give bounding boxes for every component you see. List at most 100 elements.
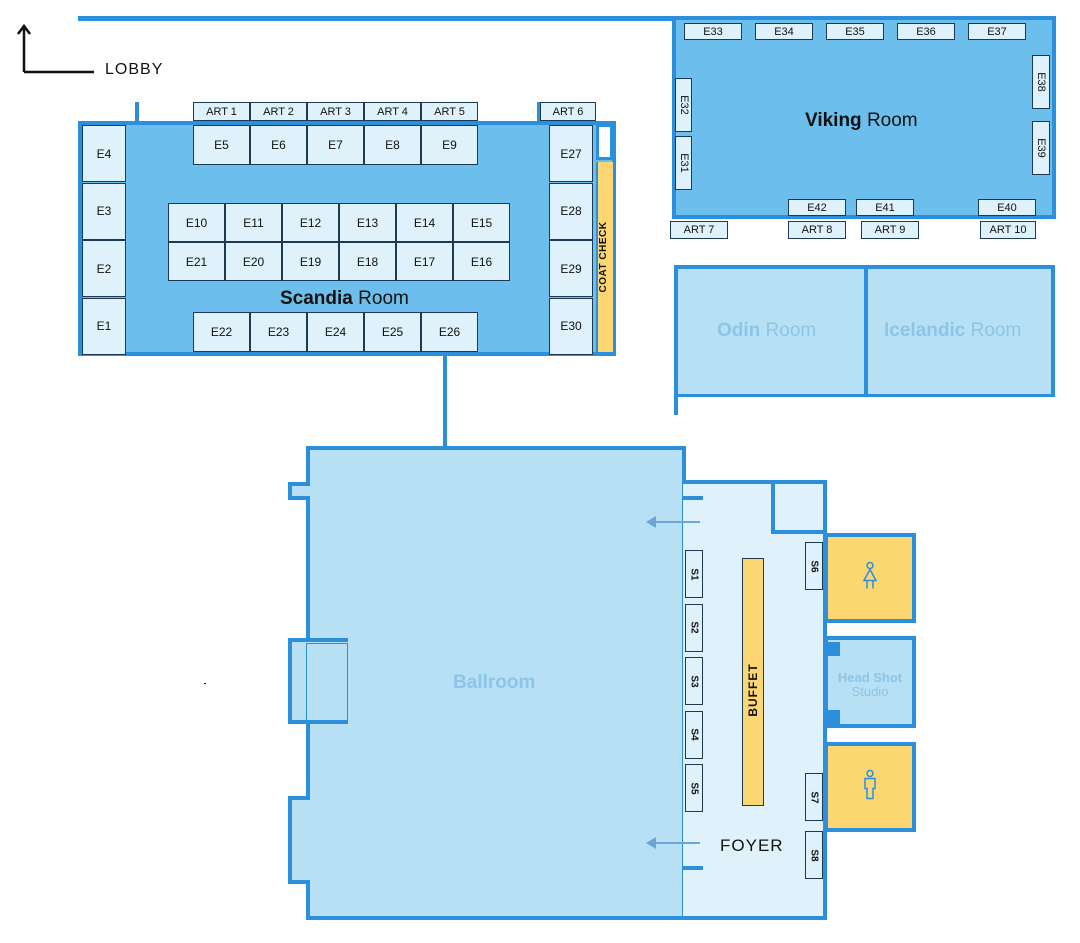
booth-e5[interactable]: E5 bbox=[193, 125, 250, 165]
booth-art-10[interactable]: ART 10 bbox=[980, 221, 1036, 239]
booth-e28[interactable]: E28 bbox=[549, 182, 593, 240]
booth-e41[interactable]: E41 bbox=[856, 199, 914, 216]
booth-art-1[interactable]: ART 1 bbox=[193, 102, 250, 121]
booth-e40[interactable]: E40 bbox=[978, 199, 1036, 216]
booth-art-7[interactable]: ART 7 bbox=[670, 221, 728, 239]
booth-label: E8 bbox=[385, 138, 400, 152]
booth-e25[interactable]: E25 bbox=[364, 312, 421, 352]
booth-e19[interactable]: E19 bbox=[282, 242, 339, 281]
buffet-table[interactable] bbox=[742, 558, 764, 806]
viking-room[interactable] bbox=[672, 16, 1056, 219]
woman-restroom-icon bbox=[860, 561, 880, 595]
booth-e18[interactable]: E18 bbox=[339, 242, 396, 281]
booth-e42[interactable]: E42 bbox=[788, 199, 846, 216]
booth-label: ART 5 bbox=[434, 105, 465, 118]
booth-e9[interactable]: E9 bbox=[421, 125, 478, 165]
booth-label: S8 bbox=[808, 848, 820, 862]
booth-label: E1 bbox=[96, 319, 112, 333]
booth-e26[interactable]: E26 bbox=[421, 312, 478, 352]
coat-check-label: COAT CHECK bbox=[598, 221, 609, 293]
booth-e22[interactable]: E22 bbox=[193, 312, 250, 352]
booth-e17[interactable]: E17 bbox=[396, 242, 453, 281]
booth-art-5[interactable]: ART 5 bbox=[421, 102, 478, 121]
booth-e20[interactable]: E20 bbox=[225, 242, 282, 281]
booth-e15[interactable]: E15 bbox=[453, 203, 510, 242]
booth-e36[interactable]: E36 bbox=[897, 23, 955, 40]
booth-e11[interactable]: E11 bbox=[225, 203, 282, 242]
coat-check[interactable] bbox=[596, 162, 613, 352]
booth-e32[interactable]: E32 bbox=[675, 78, 692, 132]
booth-e23[interactable]: E23 bbox=[250, 312, 307, 352]
booth-e2[interactable]: E2 bbox=[82, 240, 126, 297]
ballroom[interactable] bbox=[306, 446, 686, 920]
studio-door-bottom bbox=[824, 710, 840, 724]
booth-art-6[interactable]: ART 6 bbox=[540, 102, 596, 121]
booth-e8[interactable]: E8 bbox=[364, 125, 421, 165]
booth-e29[interactable]: E29 bbox=[549, 240, 593, 297]
booth-e3[interactable]: E3 bbox=[82, 182, 126, 240]
booth-label: E25 bbox=[381, 325, 404, 339]
booth-label: E24 bbox=[324, 325, 347, 339]
booth-label: E30 bbox=[560, 319, 582, 333]
connector-wall bbox=[443, 352, 447, 448]
booth-label: E3 bbox=[96, 204, 112, 218]
booth-e38[interactable]: E38 bbox=[1032, 55, 1050, 109]
booth-e24[interactable]: E24 bbox=[307, 312, 364, 352]
booth-s5[interactable]: S5 bbox=[685, 764, 703, 812]
booth-label: E4 bbox=[96, 146, 112, 161]
icelandic-room[interactable] bbox=[864, 265, 1055, 397]
booth-e13[interactable]: E13 bbox=[339, 203, 396, 242]
booth-label: ART 2 bbox=[263, 105, 294, 118]
booth-e33[interactable]: E33 bbox=[684, 23, 742, 40]
booth-e37[interactable]: E37 bbox=[968, 23, 1026, 40]
booth-e35[interactable]: E35 bbox=[826, 23, 884, 40]
booth-label: E14 bbox=[413, 215, 436, 230]
booth-s6[interactable]: S6 bbox=[805, 542, 823, 590]
booth-label: E35 bbox=[845, 25, 865, 38]
booth-e21[interactable]: E21 bbox=[168, 242, 225, 281]
entrance-arrow-bottom bbox=[646, 837, 700, 849]
booth-label: ART 7 bbox=[683, 224, 715, 236]
odin-room-label: Odin Room bbox=[717, 320, 817, 341]
booth-e14[interactable]: E14 bbox=[396, 203, 453, 242]
entrance-arrow-top bbox=[646, 516, 700, 528]
booth-e7[interactable]: E7 bbox=[307, 125, 364, 165]
booth-e6[interactable]: E6 bbox=[250, 125, 307, 165]
booth-e4[interactable]: E4 bbox=[82, 125, 126, 182]
booth-e10[interactable]: E10 bbox=[168, 203, 225, 242]
odin-room[interactable] bbox=[674, 265, 868, 397]
booth-e34[interactable]: E34 bbox=[755, 23, 813, 40]
booth-e12[interactable]: E12 bbox=[282, 203, 339, 242]
scandia-room-label: Scandia Room bbox=[280, 288, 409, 309]
booth-e16[interactable]: E16 bbox=[453, 242, 510, 281]
booth-label: E28 bbox=[560, 204, 582, 218]
booth-e30[interactable]: E30 bbox=[549, 297, 593, 355]
booth-e27[interactable]: E27 bbox=[549, 125, 593, 182]
booth-e1[interactable]: E1 bbox=[82, 297, 126, 355]
booth-label: E37 bbox=[987, 25, 1007, 38]
icelandic-room-label: Icelandic Room bbox=[884, 320, 1022, 341]
booth-s2[interactable]: S2 bbox=[685, 603, 703, 652]
booth-e39[interactable]: E39 bbox=[1032, 121, 1050, 175]
booth-label: E34 bbox=[774, 25, 794, 38]
booth-art-3[interactable]: ART 3 bbox=[307, 102, 364, 121]
foyer-corner-box bbox=[771, 480, 827, 534]
booth-s8[interactable]: S8 bbox=[805, 831, 823, 879]
booth-art-4[interactable]: ART 4 bbox=[364, 102, 421, 121]
booth-s3[interactable]: S3 bbox=[685, 657, 703, 705]
restroom-men[interactable] bbox=[824, 742, 916, 832]
booth-art-2[interactable]: ART 2 bbox=[250, 102, 307, 121]
booth-s4[interactable]: S4 bbox=[685, 710, 703, 759]
scandia-wall-stub-2 bbox=[537, 102, 541, 124]
booth-e31[interactable]: E31 bbox=[675, 136, 692, 190]
restroom-women[interactable] bbox=[824, 533, 916, 623]
head-shot-label-2: Studio bbox=[851, 684, 889, 699]
booth-s7[interactable]: S7 bbox=[805, 773, 823, 821]
booth-art-8[interactable]: ART 8 bbox=[788, 221, 846, 239]
booth-s1[interactable]: S1 bbox=[685, 550, 703, 598]
booth-art-9[interactable]: ART 9 bbox=[861, 221, 919, 239]
head-shot-label-1: Head Shot bbox=[837, 670, 903, 685]
man-restroom-icon bbox=[860, 769, 880, 805]
ballroom-label: Ballroom bbox=[453, 672, 536, 693]
booth-label: E18 bbox=[356, 254, 379, 269]
